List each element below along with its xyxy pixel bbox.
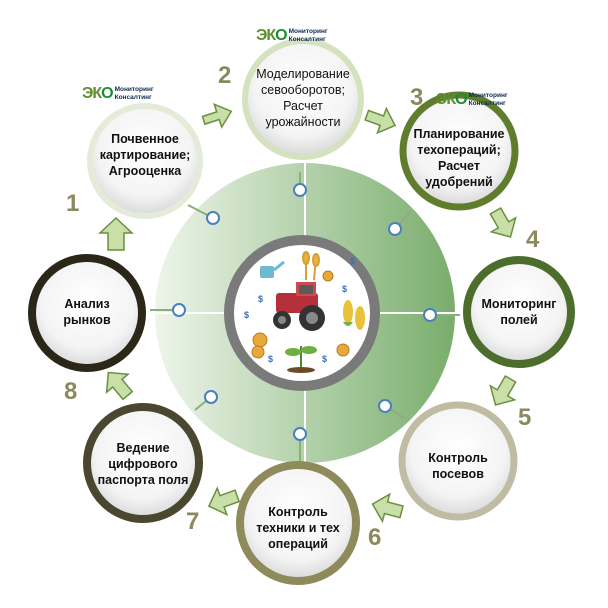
corn-icon xyxy=(343,300,365,330)
step-label-2: Моделирование севооборотов; Расчет урожа… xyxy=(256,67,350,129)
dollar-sign-icon: $ $ $ $ $ $ xyxy=(244,256,355,364)
step-label-5: Контроль посевов xyxy=(428,451,488,481)
logo-line1: Мониторинг xyxy=(114,86,154,93)
svg-text:$: $ xyxy=(342,284,347,294)
node-circle-1 xyxy=(87,103,203,219)
wheat-icon xyxy=(302,251,320,281)
step-label-4: Мониторинг полей xyxy=(481,297,557,327)
arrow-7-to-8 xyxy=(105,371,134,401)
step-number-2: 2 xyxy=(218,62,232,89)
node-circle-6 xyxy=(236,461,360,585)
arrow-6-to-7 xyxy=(207,486,241,516)
svg-text:$: $ xyxy=(268,354,273,364)
logo-line2: Консалтинг xyxy=(288,35,326,43)
logo-line1: Мониторинг xyxy=(468,92,508,99)
arrow-2-to-3 xyxy=(364,106,397,135)
connector-dots xyxy=(172,183,437,441)
node-circle-8 xyxy=(28,254,146,372)
arrow-3-to-4 xyxy=(489,206,517,238)
node-circle-5 xyxy=(398,401,518,521)
logo-line1: Мониторинг xyxy=(288,28,328,35)
flow-arrows xyxy=(98,102,517,524)
arrow-8-to-1 xyxy=(98,216,134,251)
step-number-1: 1 xyxy=(66,190,80,217)
step-number-6: 6 xyxy=(368,524,382,551)
node-circle-7 xyxy=(83,403,203,523)
step-number-3: 3 xyxy=(410,84,424,111)
svg-text:$: $ xyxy=(350,256,355,266)
sprout-icon xyxy=(285,346,317,373)
step-number-4: 4 xyxy=(526,226,540,253)
logo-line2: Консалтинг xyxy=(114,93,152,101)
svg-text:$: $ xyxy=(258,294,263,304)
step-number-5: 5 xyxy=(518,404,532,431)
step-label-6: Контроль техники и тех операций xyxy=(256,505,340,551)
svg-text:$: $ xyxy=(322,354,327,364)
watering-can-icon xyxy=(260,260,285,278)
step-label-1: Почвенное картирование; Агрооценка xyxy=(99,132,191,178)
step-number-8: 8 xyxy=(64,378,78,405)
arrow-5-to-6 xyxy=(371,492,404,524)
tractor-icon xyxy=(273,282,325,331)
node-circle-2 xyxy=(242,38,364,160)
logo-line2: Консалтинг xyxy=(468,99,506,107)
node-circle-4 xyxy=(463,256,575,368)
svg-text:$: $ xyxy=(244,310,249,320)
arrow-1-to-2 xyxy=(201,102,233,129)
step-label-7: Ведение цифрового паспорта поля xyxy=(97,441,189,487)
node-circle-3 xyxy=(399,91,519,211)
step-number-7: 7 xyxy=(186,508,200,535)
step-label-8: Анализ рынков xyxy=(63,297,111,327)
step-label-3: Планирование техопераций; Расчет удобрен… xyxy=(413,127,505,189)
coin-icon xyxy=(251,270,350,359)
arrow-4-to-5 xyxy=(489,374,517,406)
